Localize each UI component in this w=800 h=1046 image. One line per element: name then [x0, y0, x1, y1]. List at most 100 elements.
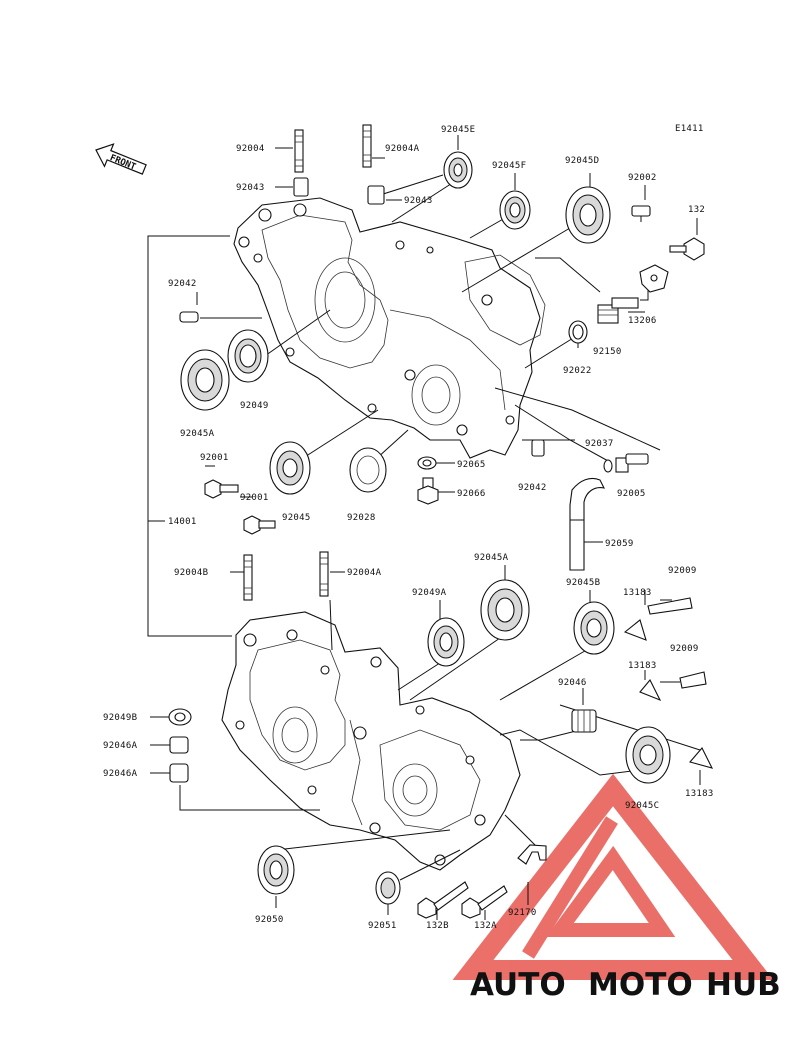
- label-92049B: 92049B: [103, 713, 137, 723]
- plate-13206-icon: [639, 264, 669, 293]
- label-92045B: 92045B: [566, 578, 600, 588]
- label-92045C: 92045C: [625, 801, 659, 811]
- watermark-text: AUTO MOTO HUB: [470, 967, 781, 1003]
- lower-crankcase: [221, 611, 521, 871]
- label-92045A-low: 92045A: [474, 553, 509, 563]
- label-92050: 92050: [255, 915, 284, 925]
- label-92022: 92022: [563, 366, 592, 376]
- label-92170: 92170: [508, 908, 537, 918]
- bearing-92045-icon: [269, 441, 311, 495]
- dowel-pin-92043-left-icon: [293, 177, 309, 197]
- label-92005: 92005: [617, 489, 646, 499]
- bracket-13183-a-icon: [623, 619, 647, 641]
- label-92004A-low: 92004A: [347, 568, 382, 578]
- bearing-92045D-icon: [565, 186, 611, 244]
- label-132A: 132A: [474, 921, 497, 931]
- crankcase-set-bracket: [147, 235, 232, 637]
- label-92002: 92002: [628, 173, 657, 183]
- bracket-13183-b-icon: [639, 679, 662, 702]
- watermark-auto: AUTO: [470, 967, 566, 1003]
- label-92065: 92065: [457, 460, 486, 470]
- stud-bolt-92004A-icon: [362, 124, 372, 168]
- label-132-top: 132: [688, 205, 705, 215]
- screw-92009-a-icon: [647, 597, 693, 615]
- pin-92042-left-icon: [179, 311, 199, 323]
- label-92046: 92046: [558, 678, 587, 688]
- label-92045A-left: 92045A: [180, 429, 215, 439]
- pin-92042-mid-icon: [531, 439, 545, 457]
- label-92042-mid: 92042: [518, 483, 547, 493]
- front-arrow-icon: FRONT: [95, 143, 147, 175]
- needle-bearing-92046-icon: [571, 709, 597, 733]
- bolt-132B-icon: [417, 881, 469, 919]
- watermark-hub: HUB: [706, 967, 781, 1003]
- label-92037: 92037: [585, 439, 614, 449]
- label-92045D: 92045D: [565, 156, 599, 166]
- stud-bolt-92004B-icon: [243, 554, 253, 601]
- label-92045: 92045: [282, 513, 311, 523]
- bearing-92045E-icon: [443, 151, 473, 189]
- watermark-logo: [452, 773, 774, 980]
- leader-lines: [150, 135, 701, 920]
- bolt-92001-a-icon: [204, 479, 239, 499]
- watermark-moto: MOTO: [588, 967, 693, 1003]
- label-92049A: 92049A: [412, 588, 447, 598]
- bolt-132-top-icon: [669, 237, 705, 261]
- oil-seal-92050-icon: [257, 845, 295, 895]
- upper-crankcase: [233, 197, 546, 459]
- bearing-92045B-icon: [573, 601, 615, 655]
- label-92150: 92150: [593, 347, 622, 357]
- bearing-92045A-lower-icon: [480, 579, 530, 641]
- bolt-92002-icon: [631, 205, 651, 222]
- stud-bolt-92004-icon: [294, 129, 304, 173]
- label-92004B: 92004B: [174, 568, 208, 578]
- label-92043-right: 92043: [404, 196, 433, 206]
- oil-seal-92049A-icon: [427, 617, 465, 667]
- label-92001-b: 92001: [240, 493, 269, 503]
- label-92009-b: 92009: [670, 644, 699, 654]
- clamp-92170-icon: [517, 844, 547, 865]
- label-92043-left: 92043: [236, 183, 265, 193]
- label-92028: 92028: [347, 513, 376, 523]
- oil-seal-92049-icon: [227, 329, 269, 383]
- needle-bearing-92046A-a-icon: [169, 736, 189, 754]
- bearing-92045A-left-icon: [180, 349, 230, 411]
- label-92001-a: 92001: [200, 453, 229, 463]
- bushing-92028-icon: [349, 447, 387, 493]
- bearing-92045C-icon: [625, 726, 671, 784]
- bearing-92045F-icon: [499, 190, 531, 230]
- label-92004A-top: 92004A: [385, 144, 420, 154]
- label-92049: 92049: [240, 401, 269, 411]
- circlip-92037-icon: [603, 459, 613, 473]
- label-92009-a: 92009: [668, 566, 697, 576]
- label-92045F: 92045F: [492, 161, 526, 171]
- bolt-92001-b-icon: [243, 515, 276, 535]
- label-13206: 13206: [628, 316, 657, 326]
- label-92066: 92066: [457, 489, 486, 499]
- label-13183-c: 13183: [685, 789, 714, 799]
- dowel-pin-92043-right-icon: [367, 185, 385, 205]
- shaft-92150-icon: [597, 297, 639, 324]
- label-92051: 92051: [368, 921, 397, 931]
- fitting-92005-icon: [615, 453, 649, 473]
- label-13183-b: 13183: [628, 661, 657, 671]
- label-132B: 132B: [426, 921, 449, 931]
- label-92046A-b: 92046A: [103, 769, 138, 779]
- diagram-ref-code: E1411: [675, 124, 704, 134]
- bolt-132A-icon: [461, 885, 508, 919]
- bracket-13183-c-icon: [689, 747, 714, 769]
- plug-92066-icon: [417, 477, 439, 505]
- label-92045E: 92045E: [441, 125, 475, 135]
- washer-92065-icon: [417, 456, 437, 470]
- oil-seal-92051-icon: [375, 871, 401, 905]
- label-92004-top: 92004: [236, 144, 265, 154]
- label-13183-a: 13183: [623, 588, 652, 598]
- oil-seal-92049B-icon: [168, 708, 192, 726]
- label-14001: 14001: [168, 517, 197, 527]
- stud-bolt-92004A-lower-icon: [319, 551, 329, 597]
- needle-bearing-92046A-b-icon: [169, 763, 189, 783]
- oring-92022-icon: [568, 320, 588, 344]
- label-92042-left: 92042: [168, 279, 197, 289]
- part-labels: 92004 92004A 92045E 92045F 92045D 92002 …: [103, 125, 714, 931]
